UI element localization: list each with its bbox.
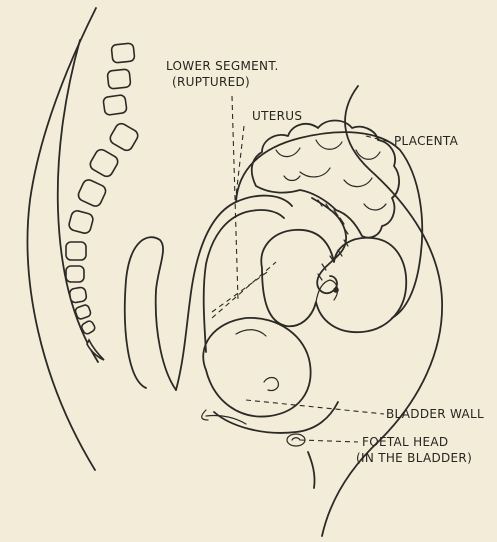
leader-uterus [236, 126, 244, 196]
vertebra [74, 304, 91, 320]
anterior-abdominal-wall [322, 86, 442, 536]
bladder-oval-inner [292, 438, 300, 440]
vertebra [68, 209, 94, 234]
label-uterus: UTERUS [252, 109, 302, 123]
leader-ruptured-1 [212, 262, 276, 318]
vertebra [66, 266, 84, 282]
leader-foetal-head [300, 440, 358, 442]
vertebra [103, 95, 127, 116]
placenta [252, 121, 399, 238]
vertebra [107, 69, 131, 89]
vertebral-column [66, 43, 140, 360]
posterior-body-contour [28, 8, 96, 470]
placenta-lobes [276, 140, 386, 210]
label-bladder-wall: BLADDER WALL [386, 407, 484, 421]
rectum [125, 237, 176, 390]
foetal-face [236, 330, 266, 336]
foetal-ear [264, 378, 278, 391]
pubic-symphysis [308, 452, 315, 488]
leader-bladder-wall [246, 400, 384, 414]
vertebra [88, 147, 120, 178]
vaginal-wall-posterior [176, 196, 292, 390]
vertebra [69, 287, 87, 304]
foetal-head [203, 318, 310, 417]
vertebra [111, 43, 135, 63]
vertebra [76, 178, 107, 208]
label-lower-segment: LOWER SEGMENT. [166, 59, 279, 73]
label-ruptured: (RUPTURED) [172, 75, 250, 89]
label-placenta: PLACENTA [394, 134, 459, 148]
vertebra [66, 242, 86, 260]
vertebra [108, 121, 140, 152]
cord-insertion-dot [333, 287, 339, 293]
label-in-bladder: (IN THE BLADDER) [356, 451, 472, 465]
label-foetal-head: FOETAL HEAD [362, 435, 448, 449]
